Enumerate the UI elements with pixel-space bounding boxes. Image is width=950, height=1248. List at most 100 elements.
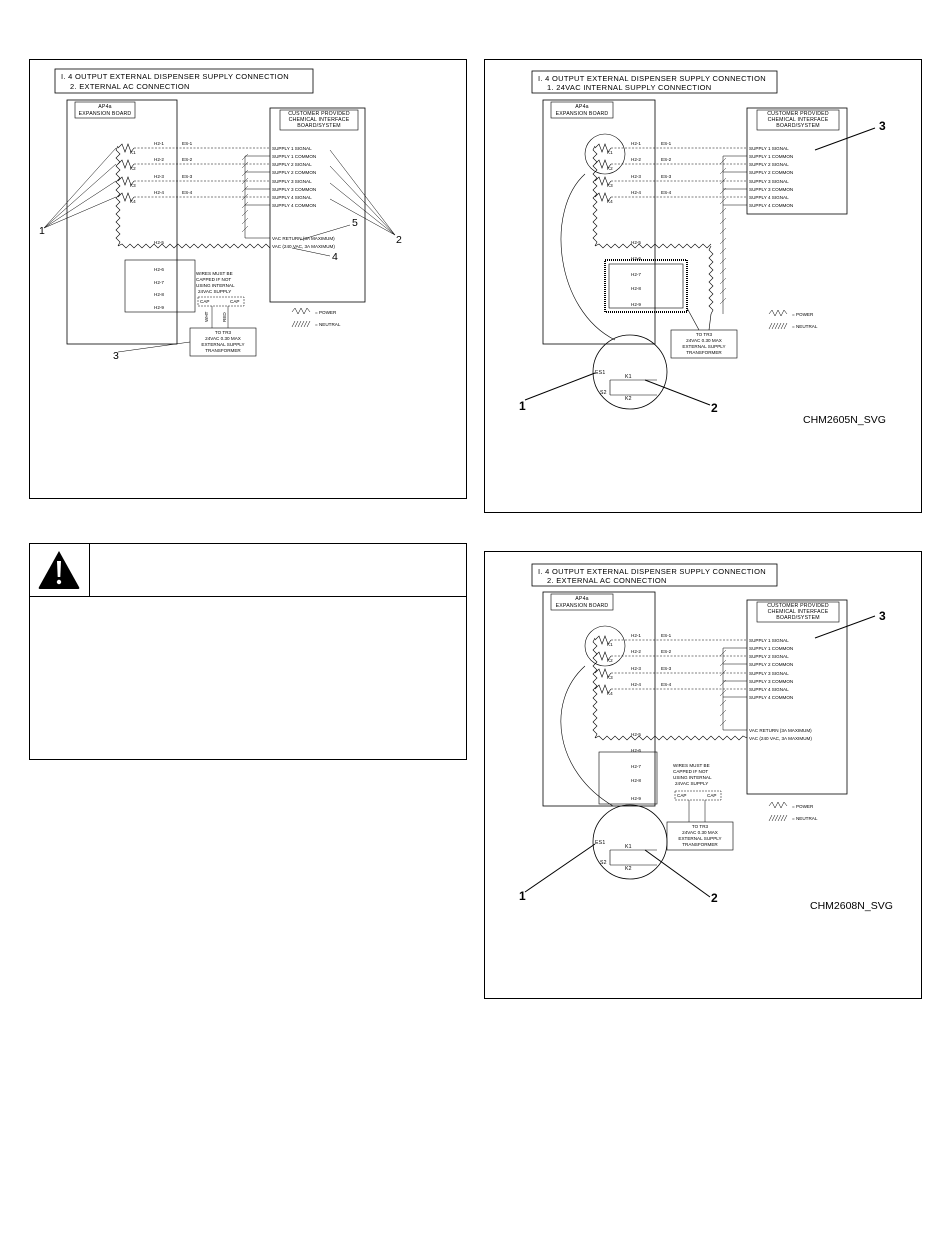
wiring-diagram-b: I. 4 OUTPUT EXTERNAL DISPENSER SUPPLY CO… xyxy=(519,70,886,426)
es-4: ES-4 xyxy=(661,190,672,195)
h2-1: H2-1 xyxy=(631,633,641,638)
cap-left: CAP xyxy=(677,793,686,798)
relay-k3: K3 xyxy=(607,675,613,680)
cap-left: CAP xyxy=(200,299,209,304)
supply-1-common: SUPPLY 1 COMMON xyxy=(749,646,793,651)
board-label-1: AP4a xyxy=(98,104,112,110)
relay-k2: K2 xyxy=(607,658,613,663)
customer-label-2: CHEMICAL INTERFACE xyxy=(289,117,350,123)
h2-9: H2-9 xyxy=(154,305,164,310)
transformer-2: 24VAC 0.30 MAX xyxy=(205,336,241,341)
cap-note-4: 24VAC SUPPLY xyxy=(675,781,708,786)
red-label: RED xyxy=(222,312,227,322)
detail-s2: S2 xyxy=(600,860,607,866)
supply-4-common: SUPPLY 4 COMMON xyxy=(272,203,316,208)
es-3: ES-3 xyxy=(661,174,672,179)
transformer-4: TRANSFORMER xyxy=(205,348,241,353)
detail-es1: ES1 xyxy=(595,370,605,376)
es-1: ES-1 xyxy=(661,141,672,146)
vac-return: VAC RETURN (3A MAXIMUM) xyxy=(272,236,335,241)
callout-1: 1 xyxy=(519,399,526,413)
supply-1-signal: SUPPLY 1 SIGNAL xyxy=(749,638,789,643)
customer-label-1: CUSTOMER PROVIDED xyxy=(767,111,829,117)
callout-2: 2 xyxy=(396,234,402,246)
supply-4-signal: SUPPLY 4 SIGNAL xyxy=(749,195,789,200)
es-4: ES-4 xyxy=(182,190,193,195)
h2-7: H2-7 xyxy=(154,280,164,285)
warning-box xyxy=(29,543,467,760)
h2-5: H2-5 xyxy=(631,240,641,245)
transformer-3: EXTERNAL SUPPLY xyxy=(682,344,725,349)
warning-divider xyxy=(30,596,466,597)
h2-3: H2-3 xyxy=(631,666,641,671)
h2-8: H2-8 xyxy=(631,286,641,291)
h2-3: H2-3 xyxy=(154,174,164,179)
detail-k2: K2 xyxy=(625,396,632,402)
h2-3: H2-3 xyxy=(631,174,641,179)
relay-k4: K4 xyxy=(130,199,136,204)
legend-neutral: = NEUTRAL xyxy=(792,324,818,329)
h2-2: H2-2 xyxy=(154,157,164,162)
diagram-panel-internal-24vac: I. 4 OUTPUT EXTERNAL DISPENSER SUPPLY CO… xyxy=(484,59,922,513)
legend-neutral: = NEUTRAL xyxy=(792,816,818,821)
supply-1-signal: SUPPLY 1 SIGNAL xyxy=(749,146,789,151)
detail-k1: K1 xyxy=(625,844,632,850)
es-2: ES-2 xyxy=(182,157,193,162)
supply-1-common: SUPPLY 1 COMMON xyxy=(749,154,793,159)
supply-2-common: SUPPLY 2 COMMON xyxy=(749,170,793,175)
supply-4-common: SUPPLY 4 COMMON xyxy=(749,203,793,208)
transformer-3: EXTERNAL SUPPLY xyxy=(678,836,721,841)
callout-2: 2 xyxy=(711,401,718,415)
callout-3: 3 xyxy=(879,119,886,133)
h2-6: H2-6 xyxy=(631,748,641,753)
customer-label-1: CUSTOMER PROVIDED xyxy=(288,111,350,117)
h2-2: H2-2 xyxy=(631,157,641,162)
transformer-4: TRANSFORMER xyxy=(686,350,722,355)
title-line-1: I. 4 OUTPUT EXTERNAL DISPENSER SUPPLY CO… xyxy=(61,72,289,81)
supply-3-signal: SUPPLY 3 SIGNAL xyxy=(749,179,789,184)
callout-2: 2 xyxy=(711,891,718,905)
relay-k2: K2 xyxy=(607,166,613,171)
transformer-3: EXTERNAL SUPPLY xyxy=(201,342,244,347)
vac-supply: VAC (240 VAC, 3A MAXIMUM) xyxy=(272,244,335,249)
supply-4-signal: SUPPLY 4 SIGNAL xyxy=(272,195,312,200)
h2-2: H2-2 xyxy=(631,649,641,654)
h2-5: H2-5 xyxy=(154,240,164,245)
wiring-diagram-c: I. 4 OUTPUT EXTERNAL DISPENSER SUPPLY CO… xyxy=(519,563,893,912)
cap-note-4: 24VAC SUPPLY xyxy=(198,289,231,294)
figure-code: CHM2605N_SVG xyxy=(803,414,886,426)
es-2: ES-2 xyxy=(661,649,672,654)
vac-return: VAC RETURN (3A MAXIMUM) xyxy=(749,728,812,733)
callout-4: 4 xyxy=(332,251,338,263)
transformer-1: TO TR3 xyxy=(696,332,713,337)
h2-1: H2-1 xyxy=(631,141,641,146)
legend-power: = POWER xyxy=(315,310,337,315)
vac-supply: VAC (240 VAC, 3A MAXIMUM) xyxy=(749,736,812,741)
callout-1: 1 xyxy=(39,225,45,237)
relay-k4: K4 xyxy=(607,691,613,696)
customer-label-3: BOARD/SYSTEM xyxy=(776,123,820,129)
cap-right: CAP xyxy=(707,793,716,798)
supply-4-signal: SUPPLY 4 SIGNAL xyxy=(749,687,789,692)
transformer-1: TO TR3 xyxy=(215,330,232,335)
callout-1: 1 xyxy=(519,889,526,903)
supply-2-signal: SUPPLY 2 SIGNAL xyxy=(272,162,312,167)
supply-3-common: SUPPLY 3 COMMON xyxy=(272,187,316,192)
supply-3-common: SUPPLY 3 COMMON xyxy=(749,679,793,684)
diagram-panel-external-ac: I. 4 OUTPUT EXTERNAL DISPENSER SUPPLY CO… xyxy=(29,59,467,499)
h2-4: H2-4 xyxy=(154,190,164,195)
supply-2-signal: SUPPLY 2 SIGNAL xyxy=(749,654,789,659)
supply-2-common: SUPPLY 2 COMMON xyxy=(749,662,793,667)
h2-6: H2-6 xyxy=(631,256,641,261)
h2-4: H2-4 xyxy=(631,190,641,195)
customer-label-3: BOARD/SYSTEM xyxy=(297,123,341,129)
h2-5: H2-5 xyxy=(631,732,641,737)
supply-4-common: SUPPLY 4 COMMON xyxy=(749,695,793,700)
title-line-1: I. 4 OUTPUT EXTERNAL DISPENSER SUPPLY CO… xyxy=(538,567,766,576)
legend-power: = POWER xyxy=(792,312,814,317)
supply-3-common: SUPPLY 3 COMMON xyxy=(749,187,793,192)
es-3: ES-3 xyxy=(182,174,193,179)
callout-3: 3 xyxy=(879,609,886,623)
title-line-2: 1. 24VAC INTERNAL SUPPLY CONNECTION xyxy=(547,83,711,92)
relay-k3: K3 xyxy=(130,183,136,188)
